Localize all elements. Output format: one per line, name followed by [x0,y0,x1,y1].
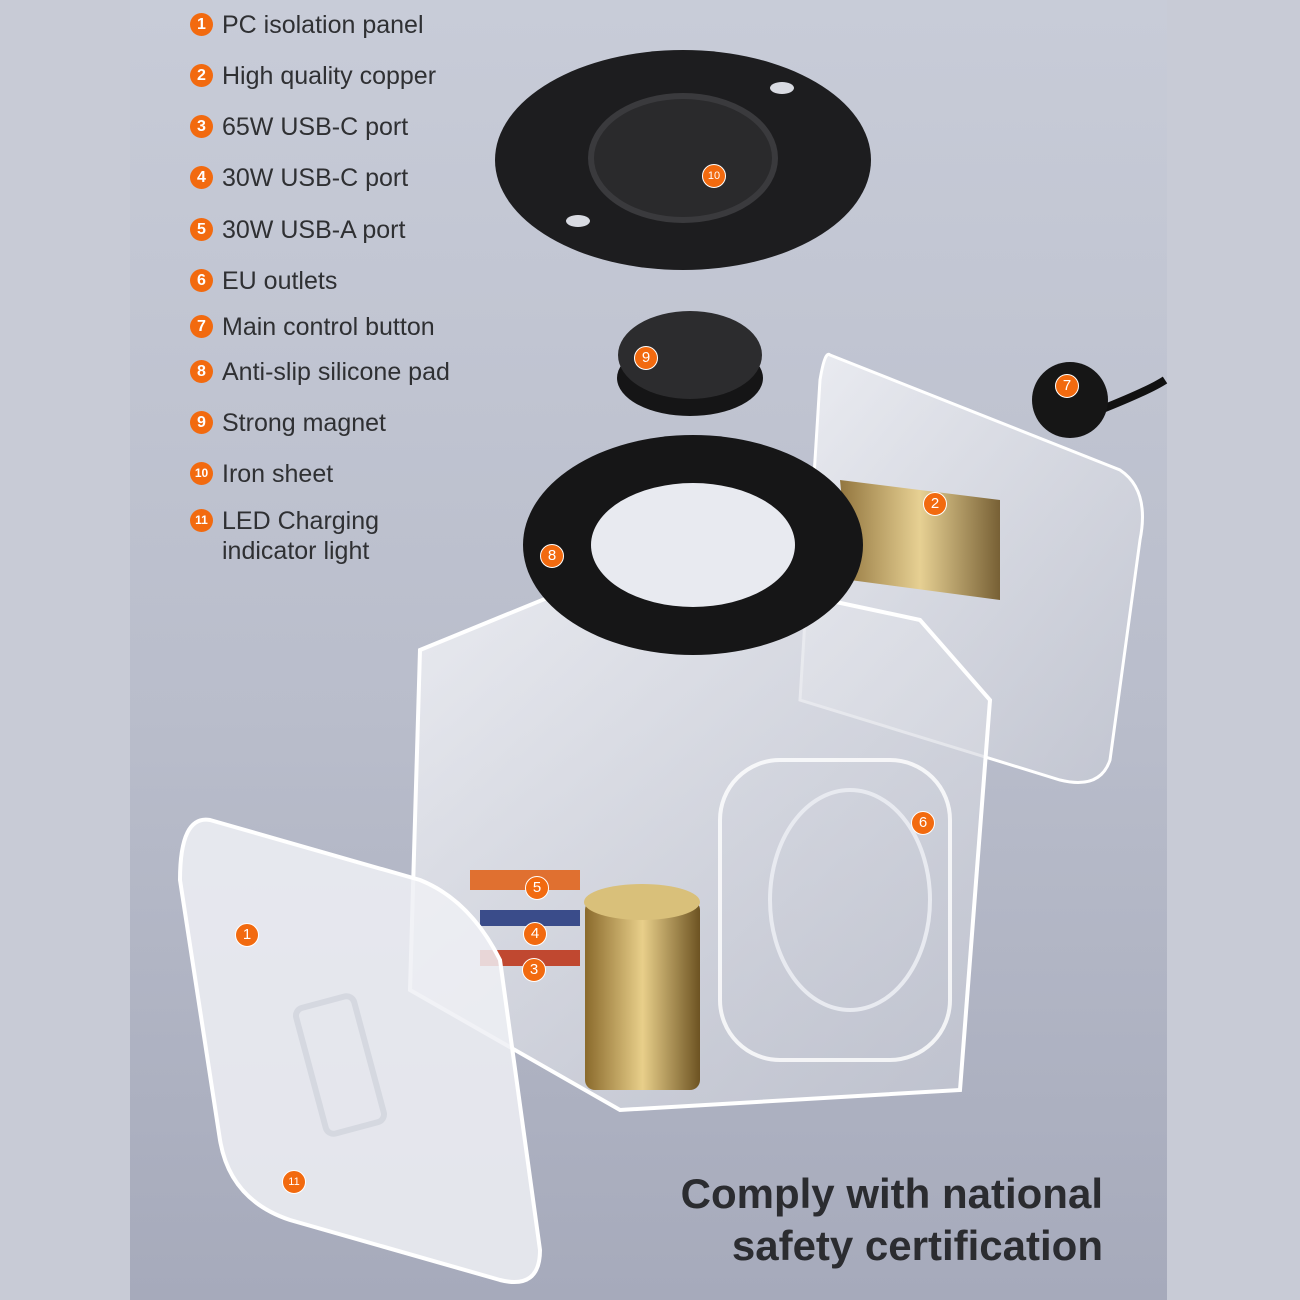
legend-item: 4 30W USB-C port [190,163,408,193]
number-badge: 9 [190,411,213,434]
callout-marker-9: 9 [634,346,658,370]
callout-marker-8: 8 [540,544,564,568]
legend-label: 30W USB-A port [222,216,406,244]
legend-item: 9 Strong magnet [190,408,386,438]
legend-item: 2 High quality copper [190,61,436,91]
tagline-line-2: safety certification [731,1222,1103,1269]
number-badge: 2 [190,64,213,87]
number-badge: 10 [190,462,213,485]
legend-item: 1 PC isolation panel [190,10,424,40]
legend-label: PC isolation panel [222,11,424,39]
certification-tagline: Comply with national safety certificatio… [681,1168,1103,1272]
number-badge: 11 [190,509,213,532]
legend-label-line2: indicator light [222,537,370,565]
callout-marker-11: 11 [282,1170,306,1194]
legend-item: 5 30W USB-A port [190,215,405,245]
legend-label: Iron sheet [222,460,334,488]
legend-label: High quality copper [222,62,437,90]
number-badge: 4 [190,166,213,189]
cube-body [407,480,1000,1113]
callout-marker-10: 10 [702,164,726,188]
legend-item: 6 EU outlets [190,266,337,296]
callout-marker-7: 7 [1055,374,1079,398]
legend-item: 8 Anti-slip silicone pad [190,357,450,387]
pc-isolation-panel [177,817,543,1284]
legend-label: 30W USB-C port [222,164,409,192]
tagline-line-1: Comply with national [680,1170,1103,1217]
callout-marker-1: 1 [235,923,259,947]
callout-marker-6: 6 [911,811,935,835]
legend-label: Anti-slip silicone pad [222,358,450,386]
iron-sheet [495,50,871,270]
legend-item: 10 Iron sheet [190,459,333,489]
number-badge: 6 [190,269,213,292]
legend-label: Strong magnet [222,409,386,437]
callout-marker-2: 2 [923,492,947,516]
callout-marker-3: 3 [522,958,546,982]
silicone-pad [523,435,863,655]
legend-label: 65W USB-C port [222,113,409,141]
number-badge: 1 [190,13,213,36]
number-badge: 7 [190,315,213,338]
legend-label: LED Charging [222,507,380,535]
legend-label: Main control button [222,313,435,341]
legend-item: 3 65W USB-C port [190,112,408,142]
number-badge: 3 [190,115,213,138]
callout-marker-5: 5 [525,876,549,900]
number-badge: 5 [190,218,213,241]
legend-label: EU outlets [222,267,338,295]
number-badge: 8 [190,360,213,383]
legend-item: 7 Main control button [190,312,435,342]
callout-marker-4: 4 [523,922,547,946]
